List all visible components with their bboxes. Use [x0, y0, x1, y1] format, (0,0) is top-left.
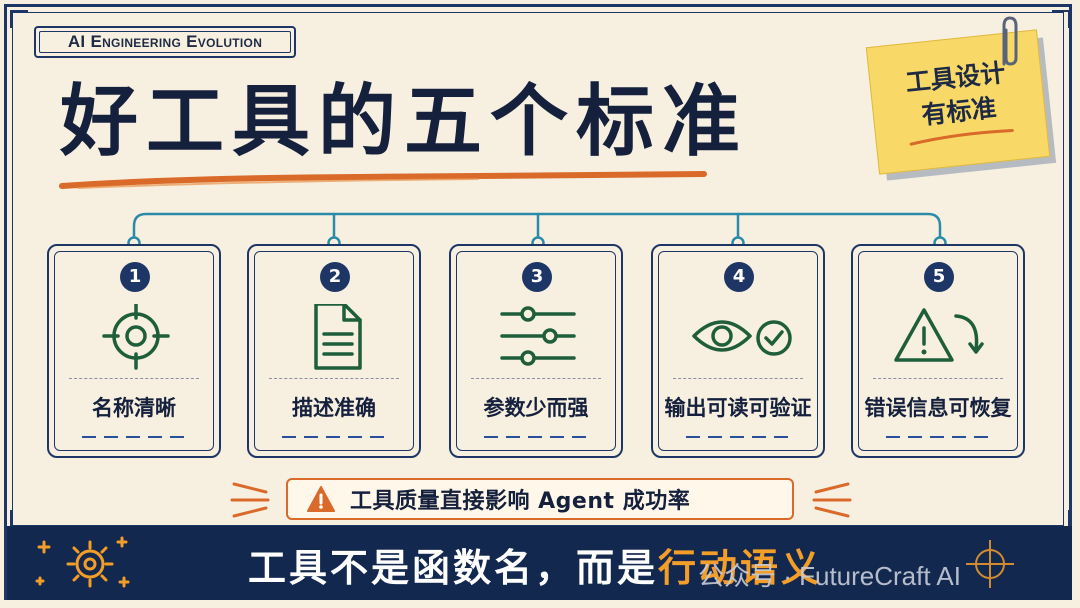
crosshair-icon: [966, 540, 1014, 588]
sticky-underline: [909, 128, 1014, 146]
title-underline: [59, 171, 707, 189]
card-number: 3: [522, 262, 552, 292]
burst-lines-left: [230, 482, 270, 518]
card-label: 输出可读可验证: [664, 396, 812, 420]
sticky-paper: 工具设计 有标准: [865, 29, 1051, 175]
standard-card-2: 2 描述准确: [247, 244, 421, 458]
card-dash-line: [886, 436, 994, 438]
page-title: 好工具的五个标准: [60, 77, 749, 167]
document-icon: [314, 304, 362, 370]
warning-recover-icon: [894, 308, 984, 362]
watermark: 公众号 · FutureCraft AI: [698, 561, 961, 591]
slogan-main: 工具不是函数名，而是: [248, 546, 659, 590]
eye-check-icon: [692, 320, 792, 356]
standard-card-3: 3 参数少而强: [449, 244, 623, 458]
sliders-icon: [500, 306, 576, 366]
gear-icon: [35, 536, 130, 588]
card-divider: [873, 378, 1003, 379]
card-dash-line: [82, 436, 190, 438]
slogan-highlight: 行动语义: [658, 546, 823, 590]
card-label: 错误信息可恢复: [864, 396, 1012, 420]
card-divider: [673, 378, 803, 379]
bottom-slogan: 工具不是函数名，而是行动语义: [248, 545, 822, 591]
card-label: 参数少而强: [483, 396, 589, 420]
target-icon: [102, 304, 170, 370]
series-badge: AI Engineering Evolution: [34, 26, 296, 58]
card-label: 描述准确: [292, 396, 376, 420]
standard-card-1: 1 名称清晰: [47, 244, 221, 458]
warning-icon: [307, 486, 335, 512]
connector-lines: [127, 212, 947, 250]
card-number: 4: [724, 262, 754, 292]
standard-card-4: 4 输出可读可验证: [651, 244, 825, 458]
inner-frame: [12, 12, 1064, 526]
corner-ornament: [1052, 10, 1070, 28]
card-number: 2: [320, 262, 350, 292]
card-dash-line: [282, 436, 390, 438]
alert-text: 工具质量直接影响 Agent 成功率: [350, 489, 691, 514]
card-dash-line: [686, 436, 794, 438]
bottom-banner: [7, 526, 1072, 600]
corner-ornament: [10, 10, 28, 28]
card-divider: [269, 378, 399, 379]
sticky-note: 工具设计 有标准: [865, 16, 1058, 192]
alert-banner: 工具质量直接影响 Agent 成功率: [286, 478, 794, 520]
card-number: 1: [120, 262, 150, 292]
card-divider: [69, 378, 199, 379]
card-divider: [471, 378, 601, 379]
card-label: 名称清晰: [92, 396, 176, 420]
standard-card-5: 5 错误信息可恢复: [851, 244, 1025, 458]
burst-lines-right: [812, 482, 852, 518]
card-number: 5: [924, 262, 954, 292]
paperclip-icon: [1002, 16, 1018, 66]
card-dash-line: [484, 436, 592, 438]
